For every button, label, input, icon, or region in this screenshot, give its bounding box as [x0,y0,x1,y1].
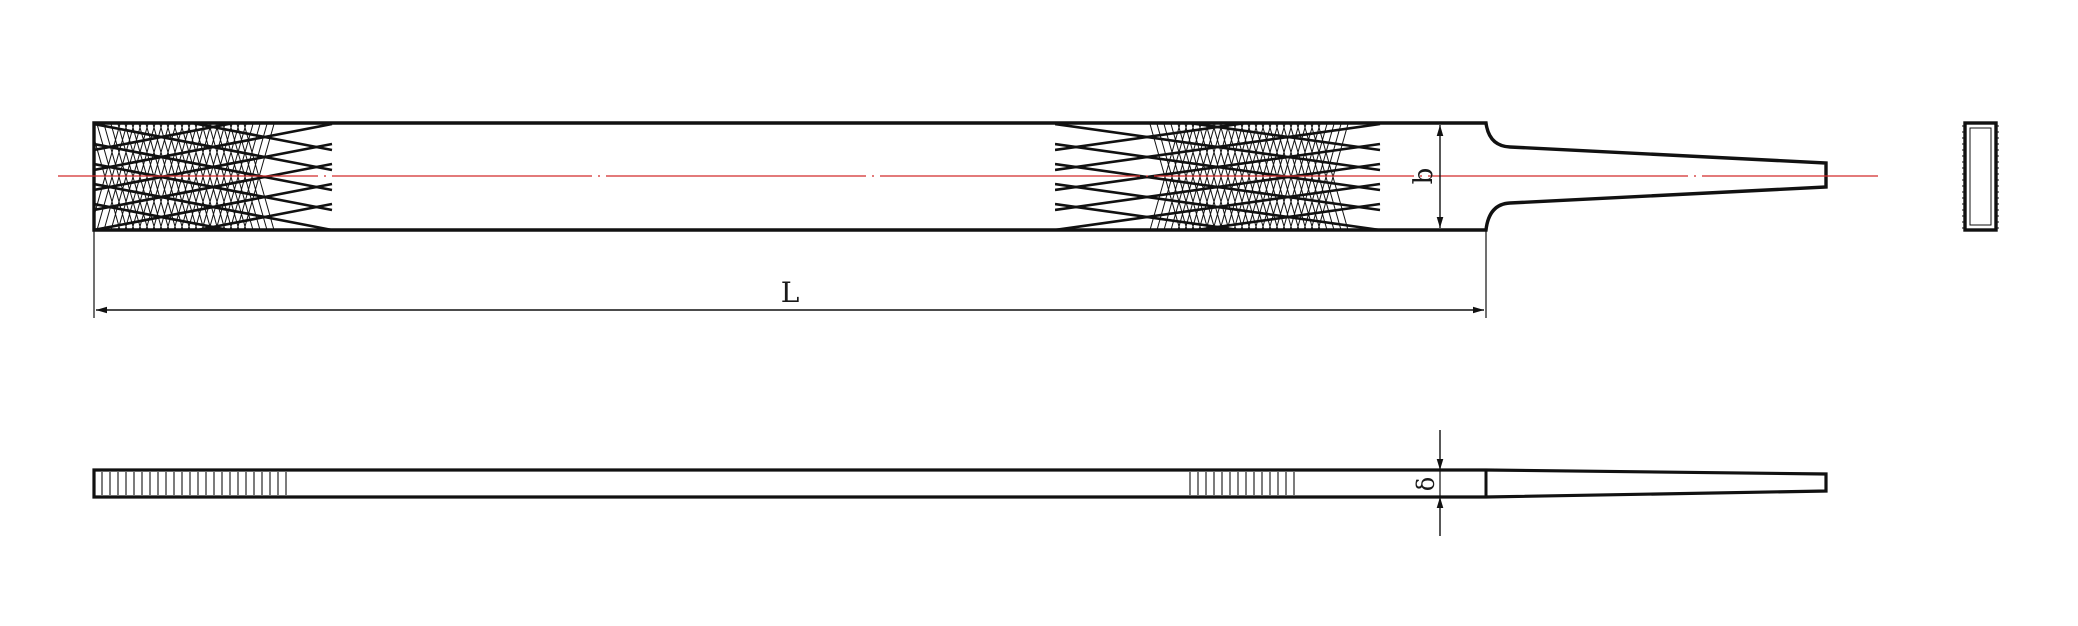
left-hatch-fine-line [145,124,177,230]
cross-section-teeth [1962,125,1999,229]
width-label: b [1409,168,1439,185]
left-hatch-coarse-line [190,202,333,230]
left-hatch-fine-line [110,124,142,230]
mid-hatch-coarse-line [1187,202,1381,230]
mid-hatch-fine-line [1289,124,1321,230]
left-hatch-fine-line [152,124,184,230]
left-hatch-fine-line [236,124,268,230]
mid-hatch-fine-line [1303,124,1335,230]
left-hatch-coarse-line [94,124,236,152]
mid-hatch-fine-line [1149,124,1181,230]
middle-cut-hatching [1055,124,1381,230]
mid-hatch-fine-line [1177,124,1209,230]
left-hatch-fine-line [187,124,219,230]
mid-hatch-fine-line [1191,124,1223,230]
left-hatch-fine-line [124,124,156,230]
top-view-blade-outline [92,121,1828,232]
mid-hatch-coarse-line [1055,182,1381,230]
side-view-blade-outline [92,468,1828,499]
mid-hatch-fine-line [1240,124,1272,230]
left-hatch-fine-line [229,124,261,230]
mid-hatch-fine-line [1317,124,1349,230]
side-view: δ [92,430,1828,536]
length-label: L [781,276,800,309]
mid-hatch-fine-line [1156,124,1188,230]
mid-hatch-fine-line [1163,124,1195,230]
left-hatch-fine-line [166,124,198,230]
mid-hatch-fine-line [1226,124,1258,230]
side-middle-cut-marks [1189,472,1295,495]
left-hatch-coarse-line [94,124,333,172]
mid-hatch-fine-line [1275,124,1307,230]
left-hatch-fine-line [208,124,240,230]
left-hatch-fine-line [222,124,254,230]
left-hatch-fine-line [138,124,170,230]
left-hatch-fine-line [103,124,135,230]
end-view-cross-section [1962,121,1999,232]
mid-hatch-fine-line [1184,124,1216,230]
left-hatch-fine-line [215,124,247,230]
mid-hatch-fine-line [1219,124,1251,230]
mid-hatch-fine-line [1212,124,1244,230]
mid-hatch-fine-line [1205,124,1237,230]
mid-hatch-fine-line [1233,124,1265,230]
cross-section-rect [1963,121,1998,232]
left-hatch-fine-line [94,124,121,218]
mid-hatch-fine-line [1268,124,1300,230]
left-hatch-fine-line [131,124,163,230]
left-hatch-fine-line [194,124,226,230]
mid-hatch-fine-line [1254,124,1286,230]
mid-hatch-fine-line [1296,124,1328,230]
side-left-cut-marks [101,472,287,495]
mid-hatch-coarse-line [1055,124,1248,152]
mid-hatch-fine-line [1247,124,1279,230]
thickness-label: δ [1412,477,1440,491]
left-cut-hatching [94,124,333,230]
mid-hatch-fine-line [1310,124,1342,230]
left-hatch-fine-line [201,124,233,230]
mid-hatch-fine-line [1261,124,1293,230]
left-hatch-fine-line [117,124,149,230]
mid-hatch-coarse-line [1055,124,1381,172]
left-hatch-fine-line [96,124,128,230]
top-view: b L [58,121,1878,318]
left-hatch-fine-line [180,124,212,230]
left-hatch-fine-line [173,124,205,230]
left-hatch-fine-line [159,124,191,230]
mid-hatch-fine-line [1170,124,1202,230]
mid-hatch-fine-line [1282,124,1314,230]
mid-hatch-fine-line [1198,124,1230,230]
mid-hatch-coarse-line [1055,162,1381,212]
left-hatch-fine-line [243,124,275,230]
